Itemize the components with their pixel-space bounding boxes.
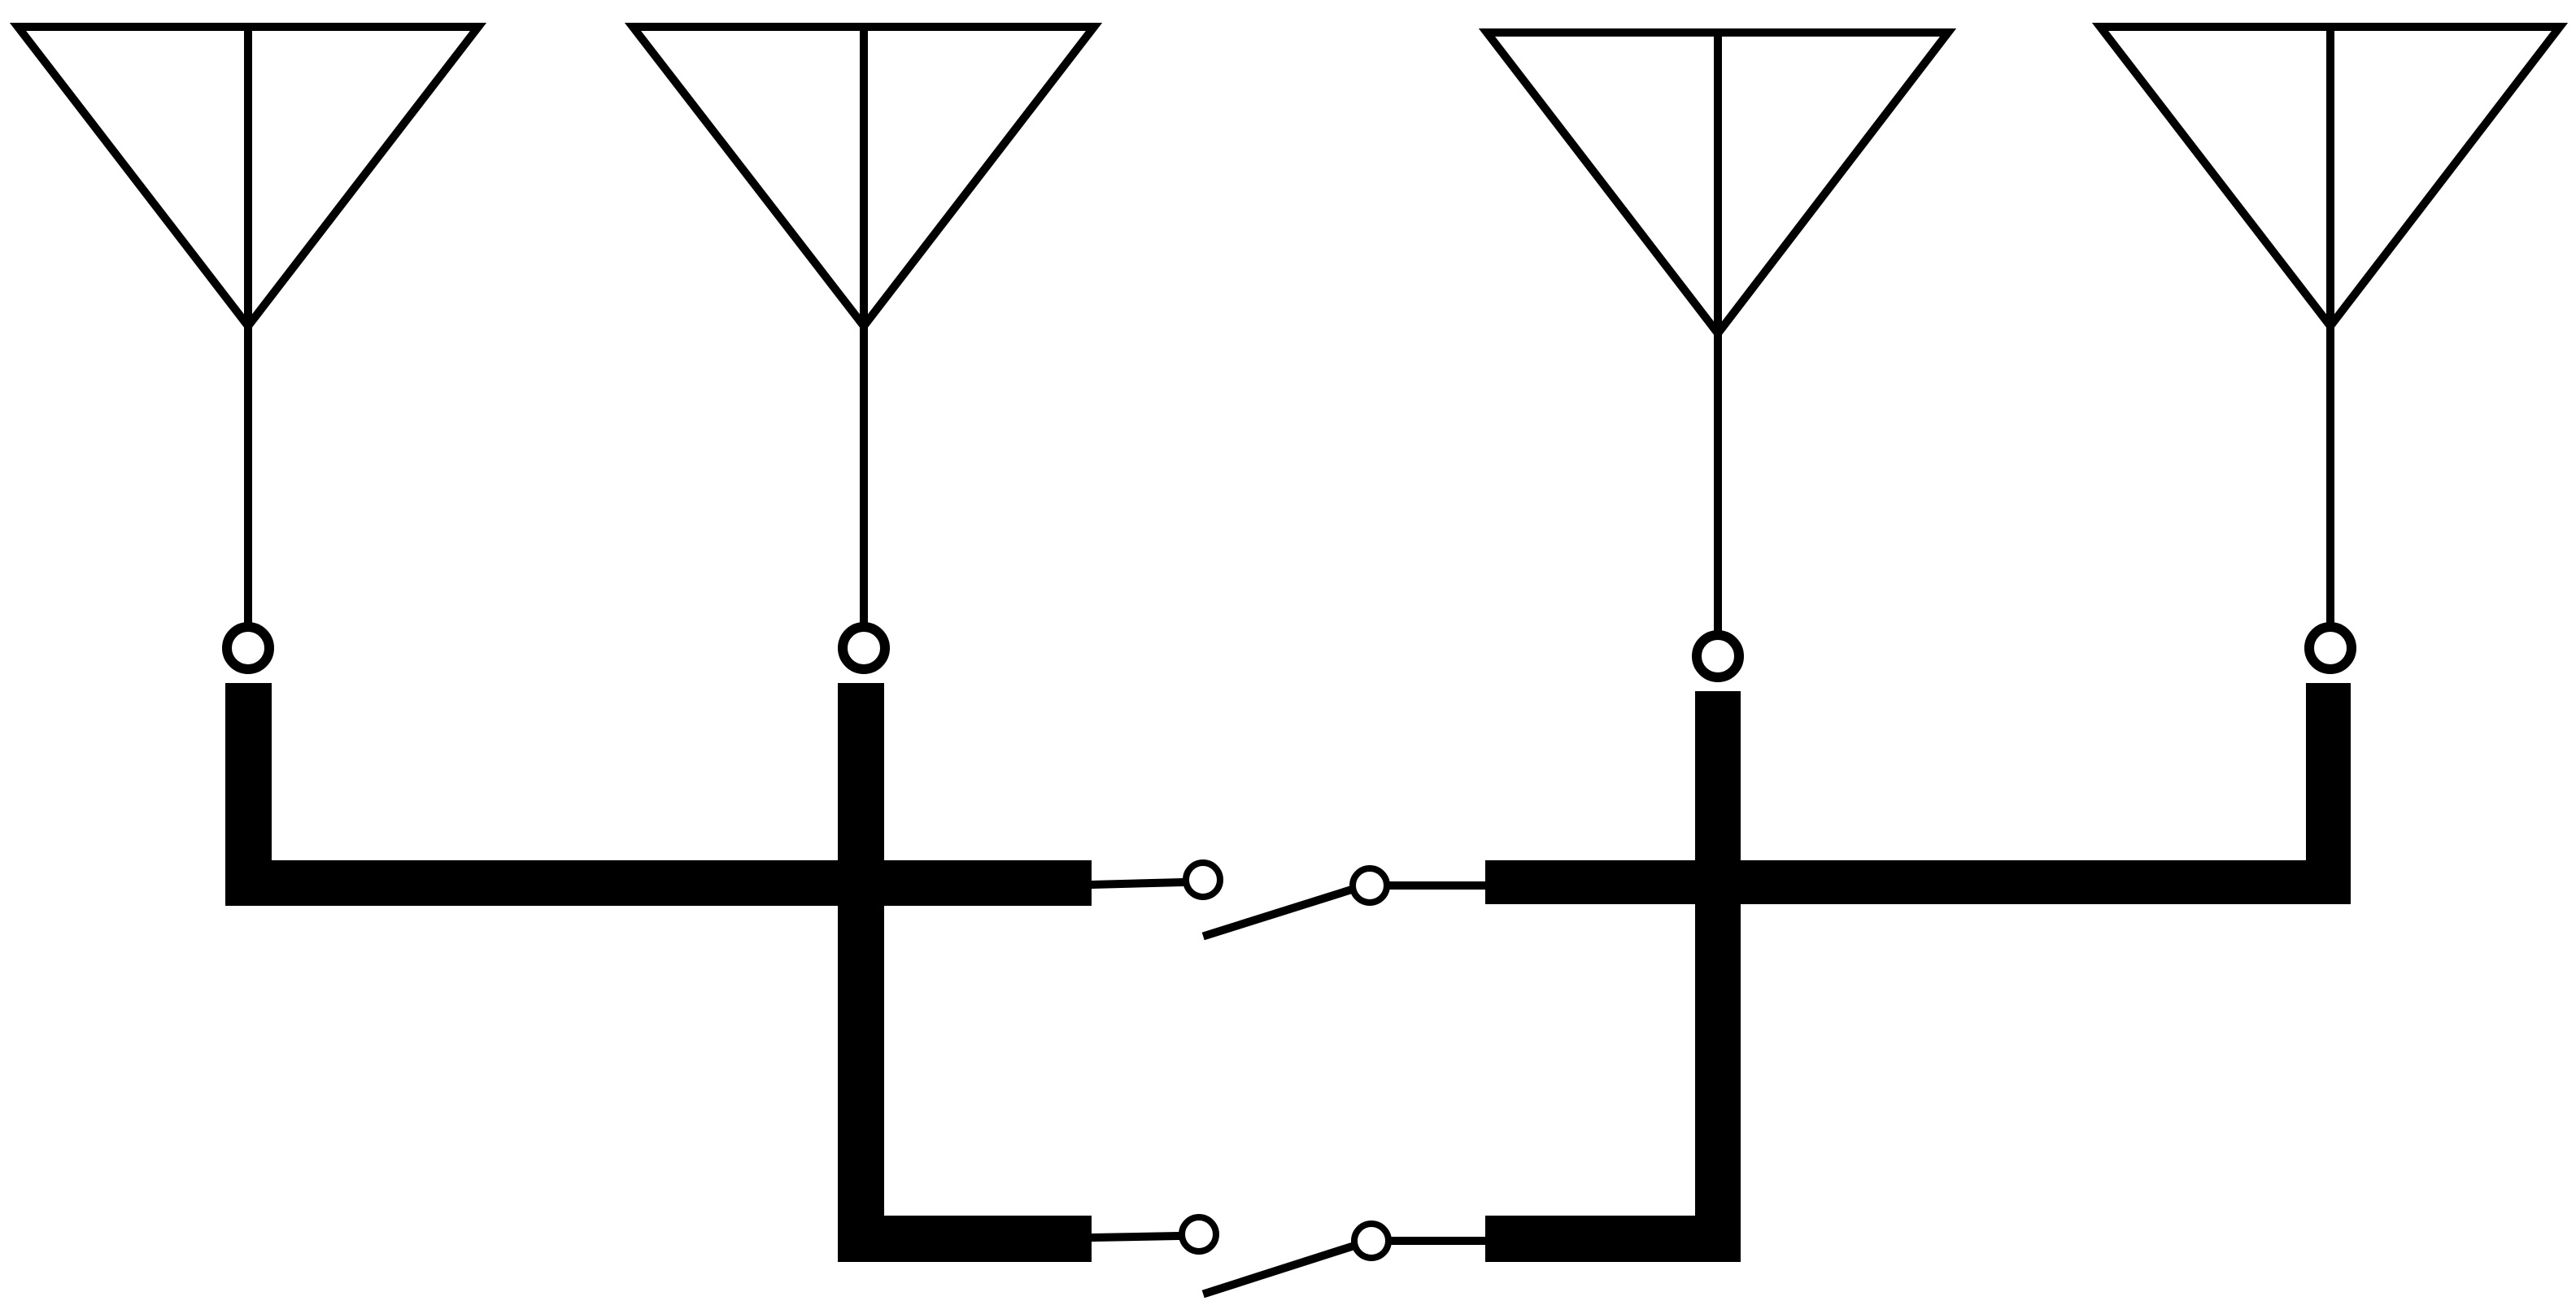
switch-lower-left-lead bbox=[1087, 1231, 1184, 1242]
switch-upper-right-contact bbox=[1349, 865, 1390, 906]
antenna-3 bbox=[1478, 28, 1957, 682]
antenna-2 bbox=[624, 23, 1103, 674]
left-trace-lower-horizontal bbox=[838, 1216, 1092, 1262]
right-trace-drop-3 bbox=[1695, 691, 1741, 1262]
switch-lower-blade bbox=[1201, 1240, 1360, 1299]
switch-upper-left-lead bbox=[1087, 877, 1188, 890]
switch-lower-right-contact bbox=[1351, 1220, 1392, 1261]
right-trace-horizontal bbox=[1485, 860, 2351, 904]
antenna-4-port bbox=[2304, 622, 2356, 674]
left-feed-network bbox=[225, 683, 1092, 1262]
antenna-1-port bbox=[222, 622, 274, 674]
antenna-2-port bbox=[838, 622, 890, 674]
antenna-4 bbox=[2091, 23, 2569, 674]
right-trace-lower-horizontal bbox=[1485, 1216, 1741, 1262]
left-trace-drop-2 bbox=[838, 683, 884, 1262]
switch-upper bbox=[1087, 859, 1489, 941]
switch-upper-blade bbox=[1201, 883, 1360, 941]
right-feed-network bbox=[1485, 683, 2351, 1262]
antenna-1 bbox=[9, 23, 487, 674]
switch-lower-left-contact bbox=[1179, 1214, 1219, 1255]
switch-lower bbox=[1087, 1214, 1489, 1299]
left-trace-horizontal bbox=[225, 860, 1092, 906]
switch-upper-left-contact bbox=[1183, 859, 1223, 900]
antenna-3-port bbox=[1692, 630, 1744, 682]
